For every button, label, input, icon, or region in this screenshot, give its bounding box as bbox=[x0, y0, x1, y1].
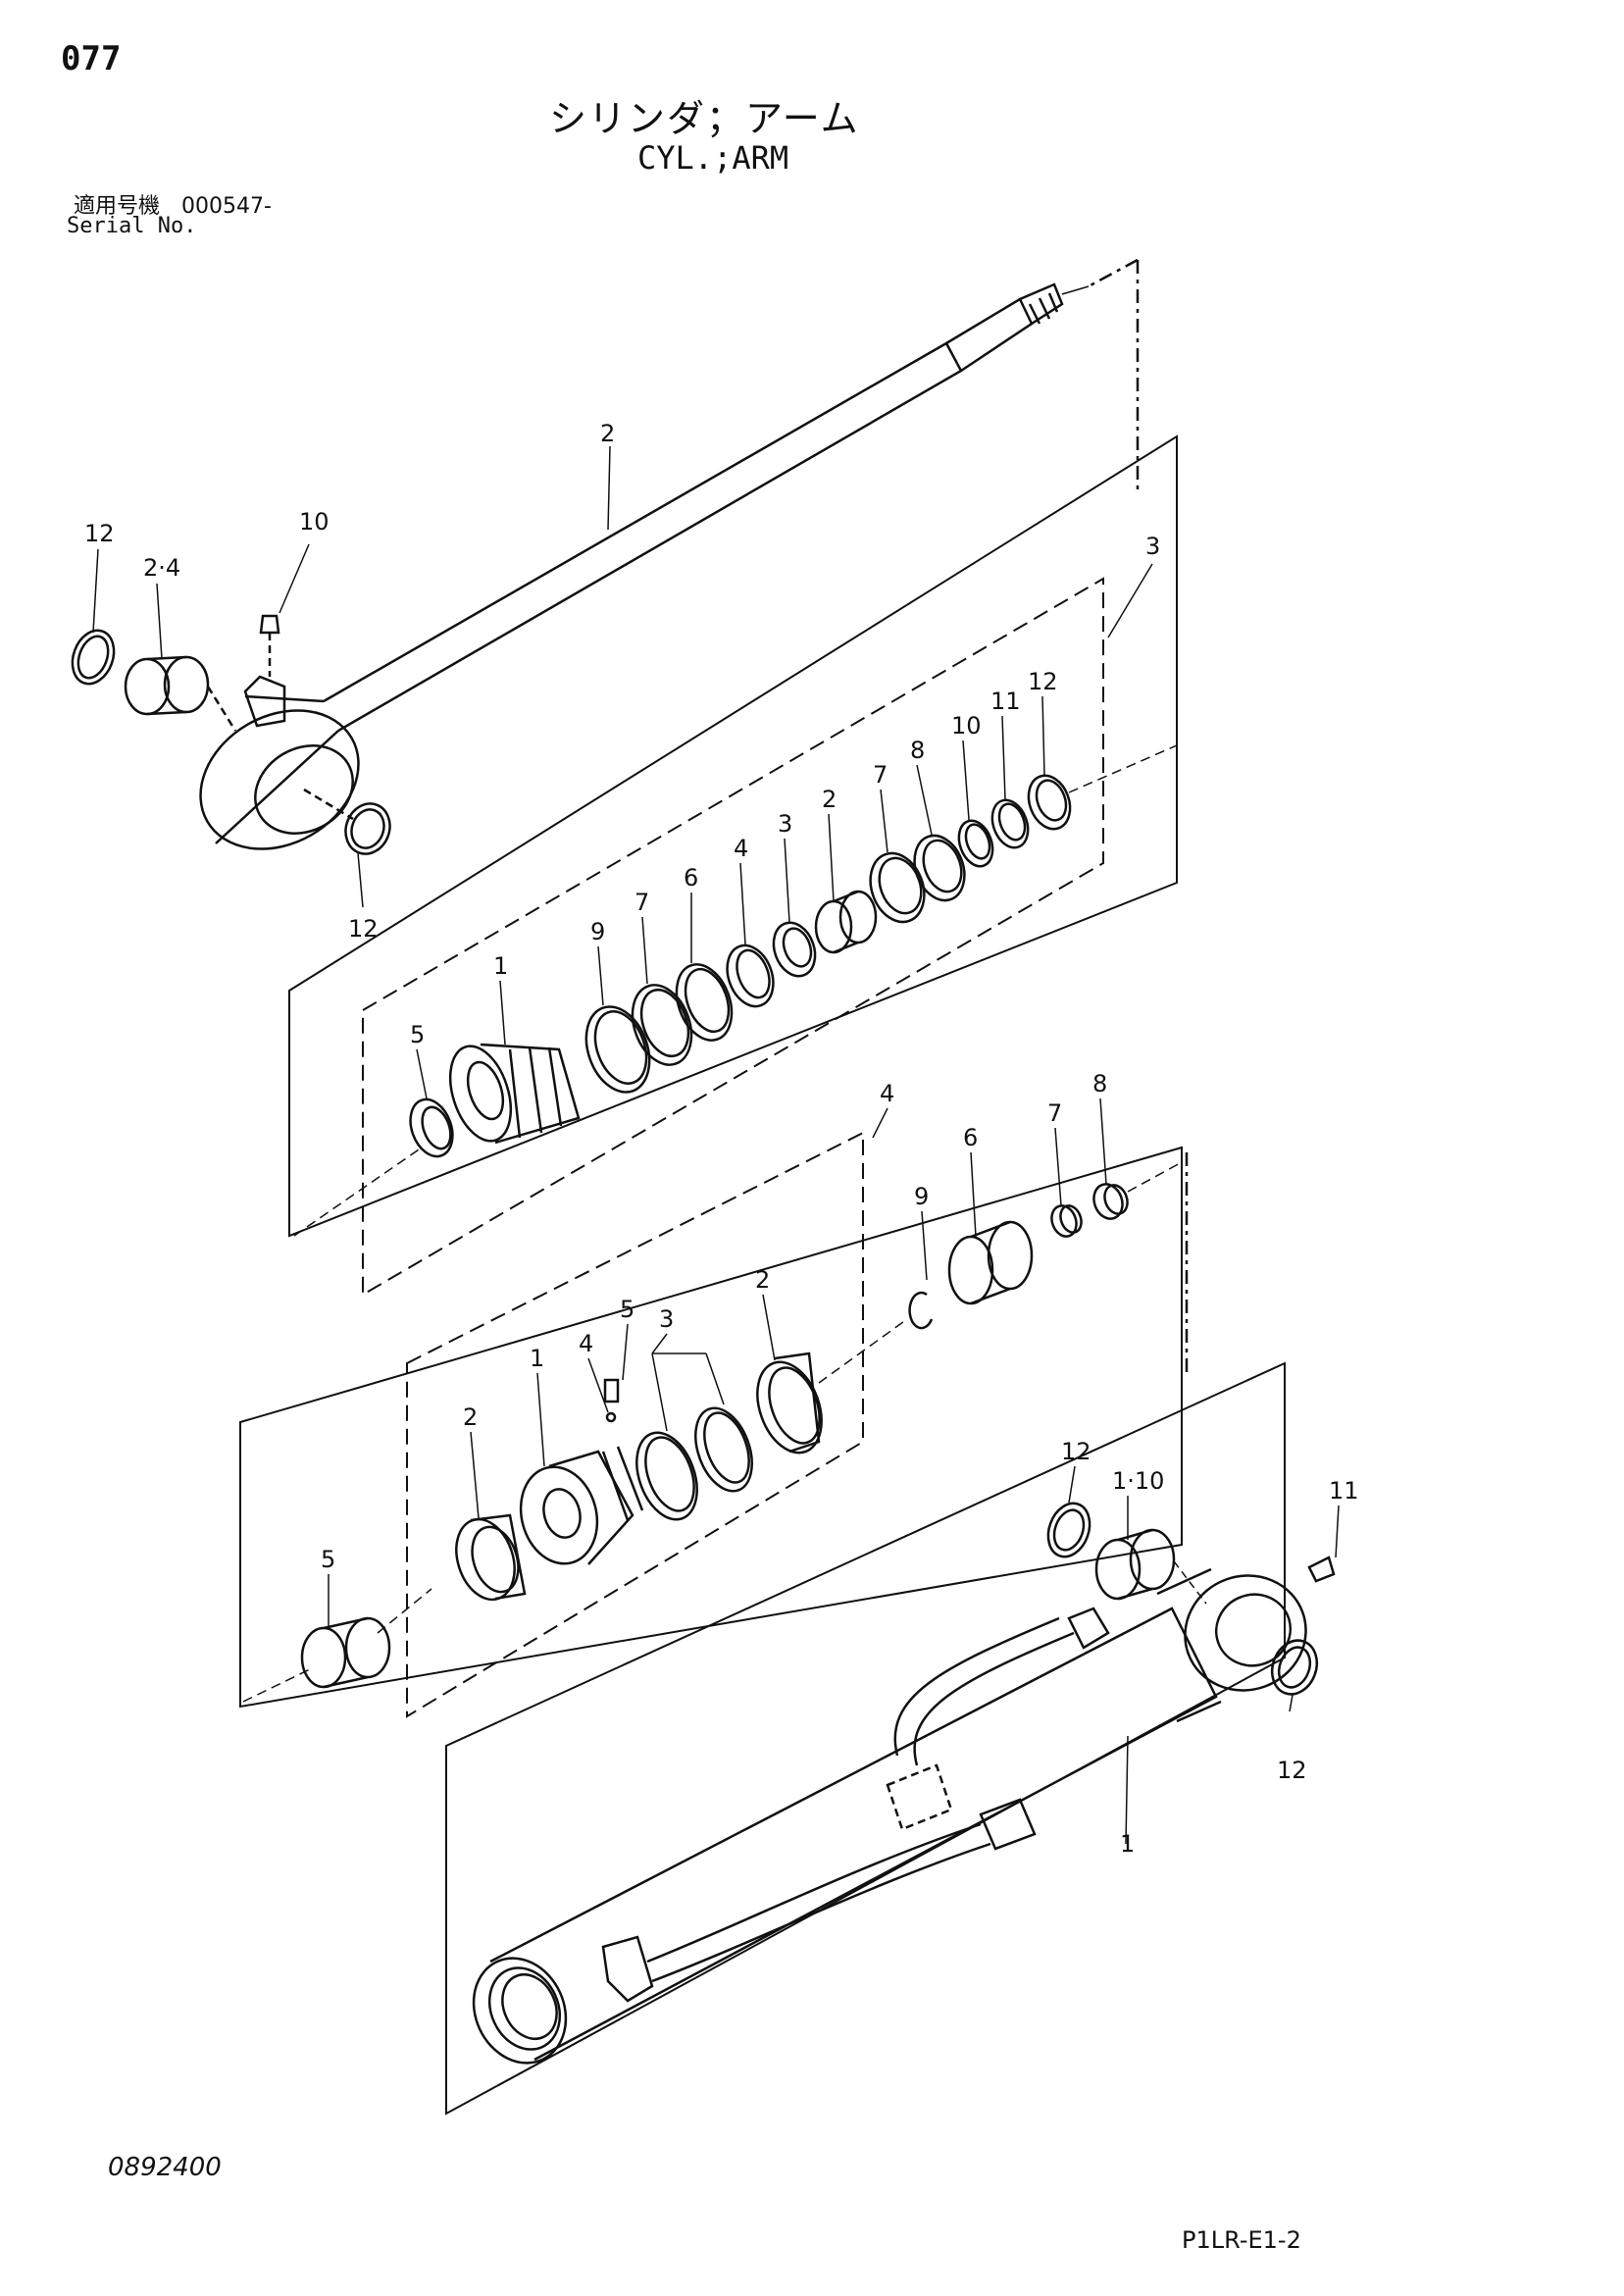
callout-tube-bushing: 1·10 bbox=[1112, 1467, 1164, 1495]
callout-gland-ring-12: 12 bbox=[1028, 668, 1058, 695]
tube-assembly bbox=[445, 1361, 1336, 2116]
callout-gland-ring-7a: 7 bbox=[634, 889, 649, 916]
callout-tube: 1 bbox=[1120, 1830, 1135, 1858]
leader-lines bbox=[92, 445, 1340, 1845]
callout-piston-seal-3: 3 bbox=[659, 1305, 674, 1333]
serial-label-english: Serial No. bbox=[67, 214, 197, 238]
callout-piston-ring-2b: 2 bbox=[755, 1266, 770, 1294]
steel-ball-icon bbox=[605, 1411, 617, 1423]
grease-fitting-icon bbox=[1307, 1556, 1336, 1583]
callout-gland-seal-3: 3 bbox=[778, 810, 792, 838]
page-title-english: CYL.;ARM bbox=[637, 139, 789, 177]
rod-assembly bbox=[71, 258, 1140, 855]
callout-seal-kit-group: 3 bbox=[1145, 533, 1160, 560]
callout-piston-group: 4 bbox=[880, 1080, 894, 1107]
callout-rod: 2 bbox=[600, 420, 615, 447]
callout-gland-bushing-2: 2 bbox=[822, 786, 837, 813]
page-title-japanese: シリンダ；アーム bbox=[549, 97, 860, 140]
callout-piston-ring-9: 9 bbox=[914, 1183, 929, 1210]
callout-piston-ring-7: 7 bbox=[1047, 1099, 1062, 1127]
page-number: 077 bbox=[61, 39, 122, 78]
callout-gland-ring-11: 11 bbox=[990, 688, 1021, 715]
callout-gland-ring-8: 8 bbox=[910, 737, 925, 764]
drawing-number: 0892400 bbox=[108, 2153, 222, 2182]
callout-gland-ring-6: 6 bbox=[684, 864, 698, 892]
callout-rod-bushing: 2·4 bbox=[143, 554, 180, 582]
callout-tube-snap-ring-top: 12 bbox=[1061, 1438, 1091, 1465]
callout-gland-ring-7b: 7 bbox=[873, 761, 888, 789]
callout-gland-snap-ring: 5 bbox=[410, 1021, 425, 1048]
callout-tube-snap-ring-bottom: 12 bbox=[1277, 1757, 1307, 1784]
callout-gland-ring-4: 4 bbox=[734, 835, 748, 862]
set-screw-icon bbox=[603, 1378, 620, 1403]
callout-piston: 1 bbox=[530, 1345, 544, 1372]
serial-label-japanese: 適用号機 000547- bbox=[74, 194, 272, 219]
callout-piston-bushing-5: 5 bbox=[321, 1546, 335, 1573]
callout-labels: 2 12 2·4 10 12 3 1 5 9 7 6 4 3 2 7 8 10 … bbox=[84, 420, 1359, 1858]
callout-piston-set-screw-5: 5 bbox=[620, 1296, 634, 1323]
callout-gland: 1 bbox=[493, 952, 508, 980]
piston-group bbox=[239, 1131, 1189, 1718]
callout-grease-fitting-rod: 10 bbox=[299, 508, 330, 536]
gland-group bbox=[288, 434, 1178, 1297]
callout-gland-ring-10: 10 bbox=[951, 712, 982, 740]
callout-piston-ring-2a: 2 bbox=[463, 1403, 478, 1431]
page-code: P1LR-E1-2 bbox=[1182, 2226, 1301, 2254]
callout-rod-snap-ring-bottom: 12 bbox=[348, 915, 379, 943]
callout-grease-fitting-tube: 11 bbox=[1329, 1477, 1359, 1505]
callout-piston-ball-4: 4 bbox=[579, 1330, 593, 1357]
callout-piston-cushion-6: 6 bbox=[963, 1124, 978, 1151]
callout-gland-oring-9: 9 bbox=[590, 918, 605, 945]
callout-piston-ring-8: 8 bbox=[1092, 1070, 1107, 1097]
grease-fitting-icon bbox=[259, 614, 280, 635]
callout-rod-snap-ring-left: 12 bbox=[84, 520, 115, 547]
